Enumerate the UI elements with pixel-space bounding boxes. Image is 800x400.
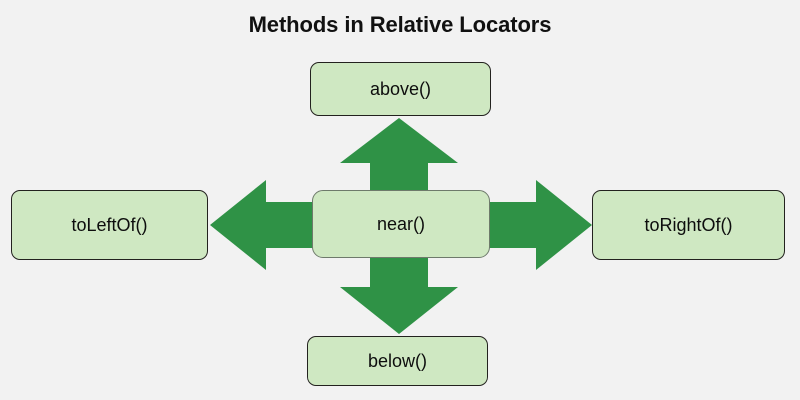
arrow-right-icon — [488, 180, 592, 270]
node-near[interactable]: near() — [312, 190, 490, 258]
arrow-left-icon — [210, 180, 314, 270]
node-to-right-of[interactable]: toRightOf() — [592, 190, 785, 260]
node-below-label: below() — [367, 350, 428, 371]
node-to-left-of[interactable]: toLeftOf() — [11, 190, 208, 260]
node-to-left-of-label: toLeftOf() — [71, 214, 148, 235]
node-to-right-of-label: toRightOf() — [644, 214, 733, 235]
node-above-label: above() — [369, 78, 432, 99]
node-near-label: near() — [376, 213, 425, 234]
arrow-up-icon — [340, 118, 458, 192]
node-above[interactable]: above() — [310, 62, 491, 116]
node-below[interactable]: below() — [307, 336, 488, 386]
page-title: Methods in Relative Locators — [248, 12, 552, 37]
arrow-down-icon — [340, 256, 458, 334]
